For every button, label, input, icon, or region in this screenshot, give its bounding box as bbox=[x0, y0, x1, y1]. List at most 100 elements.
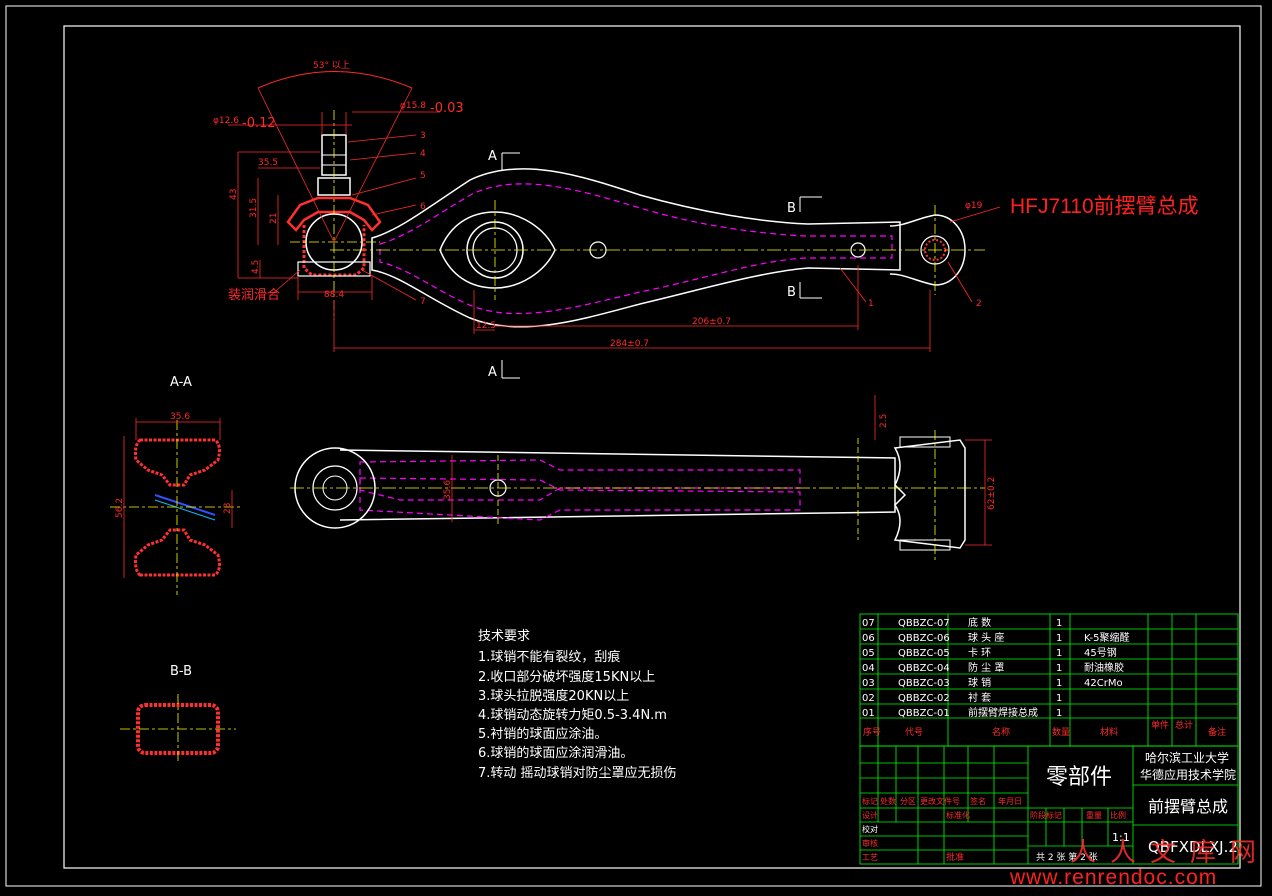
tech-item: 1.球销不能有裂纹，刮痕 bbox=[478, 649, 620, 665]
bom-cell-qty: 1 bbox=[1056, 678, 1062, 689]
title-block-grid bbox=[859, 745, 1239, 865]
balloon-5: 5 bbox=[420, 171, 426, 181]
tb-sign: 签名 bbox=[970, 796, 986, 806]
bom-cell-qty: 1 bbox=[1056, 708, 1062, 719]
section-mark-a-top: A bbox=[488, 149, 497, 164]
arm-outline bbox=[371, 168, 901, 328]
tb-change: 更改文件号 bbox=[920, 796, 960, 806]
tb-design: 设计 bbox=[862, 810, 878, 820]
bom-cell-qty: 1 bbox=[1056, 618, 1062, 629]
inner-frame bbox=[63, 25, 1241, 869]
bom-cell-code: QBBZC-03 bbox=[898, 678, 950, 689]
bom-cell-no: 03 bbox=[862, 678, 875, 689]
tech-item: 6.球销的球面应涂润滑油。 bbox=[478, 745, 633, 761]
balloon-4: 4 bbox=[420, 149, 426, 159]
bom-cell-material: 耐油橡胶 bbox=[1084, 661, 1124, 674]
tech-item: 2.收口部分破坏强度15KN以上 bbox=[478, 669, 655, 685]
dim-phi-bush: φ19 bbox=[965, 201, 983, 211]
balloon-7: 7 bbox=[420, 297, 426, 307]
bom-cell-code: QBBZC-07 bbox=[898, 618, 950, 629]
balloon-6: 6 bbox=[420, 202, 426, 212]
tb-std: 标准化 bbox=[946, 810, 970, 820]
dim-plan-35-6: 35.6 bbox=[443, 480, 453, 500]
bom-cell-name: 球 销 bbox=[968, 676, 991, 689]
bom-cell-code: QBBZC-04 bbox=[898, 663, 950, 674]
bom-h-total: 总计 bbox=[1175, 719, 1193, 731]
dim-aa-56-2: 56.2 bbox=[115, 498, 125, 518]
dim-21: 21 bbox=[269, 213, 279, 224]
section-b-b-label: B-B bbox=[170, 664, 192, 679]
title-part: 零部件 bbox=[1046, 765, 1112, 790]
bom-h-unit: 单件 bbox=[1151, 719, 1169, 731]
bom-cell-code: QBBZC-05 bbox=[898, 648, 950, 659]
title-school-1: 哈尔滨工业大学 bbox=[1145, 750, 1229, 765]
arm-hidden-line bbox=[379, 183, 893, 315]
bom-h-code: 代号 bbox=[905, 727, 923, 738]
ball-joint bbox=[286, 110, 382, 320]
plan-bushing bbox=[893, 439, 966, 549]
tech-heading: 技术要求 bbox=[478, 629, 530, 644]
tb-date: 年月日 bbox=[998, 796, 1022, 806]
bom-cell-code: QBBZC-06 bbox=[898, 633, 950, 644]
bom-cell-qty: 1 bbox=[1056, 663, 1062, 674]
bom-cell-qty: 1 bbox=[1056, 648, 1062, 659]
tb-review: 审核 bbox=[862, 838, 878, 848]
bom-cell-qty: 1 bbox=[1056, 633, 1062, 644]
tb-mark: 标记 bbox=[862, 796, 878, 806]
title-school-2: 华德应用技术学院 bbox=[1140, 767, 1236, 782]
bom-cell-name: 底 数 bbox=[968, 616, 991, 629]
dim-phi-right: φ15.8 bbox=[400, 101, 426, 111]
bom-h-material: 材料 bbox=[1100, 726, 1118, 738]
bom-cell-name: 防 尘 罩 bbox=[968, 661, 1004, 674]
main-view: 53° 以上 bbox=[213, 60, 1001, 380]
tb-ratio: 比例 bbox=[1110, 810, 1126, 820]
section-b-b: B-B bbox=[120, 664, 236, 764]
title-sheet: 共 2 张 第 2 张 bbox=[1036, 851, 1098, 863]
bom-h-qty: 数量 bbox=[1052, 726, 1070, 738]
watermark-url: www.renrendoc.com bbox=[1010, 866, 1218, 889]
dust-cover bbox=[286, 196, 382, 232]
dim-phi-left: φ12.6 bbox=[213, 116, 239, 126]
aa-lower-profile bbox=[134, 528, 221, 577]
bom-cell-no: 06 bbox=[862, 633, 875, 644]
section-mark-a-bot: A bbox=[488, 365, 497, 380]
tech-item: 4.球销动态旋转力矩0.5-3.4N.m bbox=[478, 708, 667, 723]
bom-cell-name: 衬 套 bbox=[968, 691, 991, 704]
section-a-a: A-A 35.6 56.2 23 bbox=[110, 375, 240, 595]
bom-cell-material: K-5聚缩醛 bbox=[1084, 631, 1129, 644]
angle-arc bbox=[257, 71, 413, 89]
title-drawing-name: 前摆臂总成 bbox=[1148, 797, 1228, 816]
balloon-3: 3 bbox=[420, 131, 426, 141]
tech-requirements: 技术要求 1.球销不能有裂纹，刮痕 2.收口部分破坏强度15KN以上 3.球头拉… bbox=[478, 629, 677, 781]
bom-h-no: 序号 bbox=[863, 726, 881, 738]
dim-phi-right-tol: -0.03 bbox=[430, 101, 464, 116]
aa-upper-profile bbox=[134, 438, 221, 487]
outer-frame bbox=[5, 5, 1262, 887]
dim-206: 206±0.7 bbox=[692, 317, 731, 327]
dim-aa-23: 23 bbox=[223, 503, 233, 514]
dim-seal: 装润滑合 bbox=[228, 288, 280, 303]
dimension-lines bbox=[228, 111, 1001, 352]
dim-12-5: 12.5 bbox=[476, 321, 496, 331]
balloon-1: 1 bbox=[868, 299, 874, 309]
bom-cell-code: QBBZC-02 bbox=[898, 693, 950, 704]
dim-284: 284±0.7 bbox=[610, 339, 649, 349]
tb-weight: 重量 bbox=[1086, 810, 1102, 820]
overlay-title: HFJ7110前摆臂总成 bbox=[1010, 195, 1199, 218]
dim-31-5: 31.5 bbox=[249, 198, 259, 218]
section-a-a-label: A-A bbox=[170, 375, 192, 390]
bom-cell-name: 前摆臂焊接总成 bbox=[968, 706, 1038, 719]
tb-stage: 阶段标记 bbox=[1030, 810, 1062, 820]
dim-43: 43 bbox=[229, 189, 239, 200]
dim-phi-left-tol: -0.12 bbox=[242, 116, 276, 131]
tb-approve: 批准 bbox=[946, 851, 964, 863]
dim-4-5: 4.5 bbox=[251, 260, 261, 274]
tech-item: 5.衬销的球面应涂油。 bbox=[478, 726, 607, 742]
bom-cell-no: 01 bbox=[862, 708, 875, 719]
dim-angle: 53° 以上 bbox=[313, 60, 350, 71]
bom-cell-material: 42CrMo bbox=[1084, 678, 1123, 689]
dim-aa-35-6: 35.6 bbox=[170, 412, 190, 422]
dim-88-4: 88.4 bbox=[324, 290, 344, 300]
dim-plan-2-5: 2.5 bbox=[879, 414, 889, 428]
